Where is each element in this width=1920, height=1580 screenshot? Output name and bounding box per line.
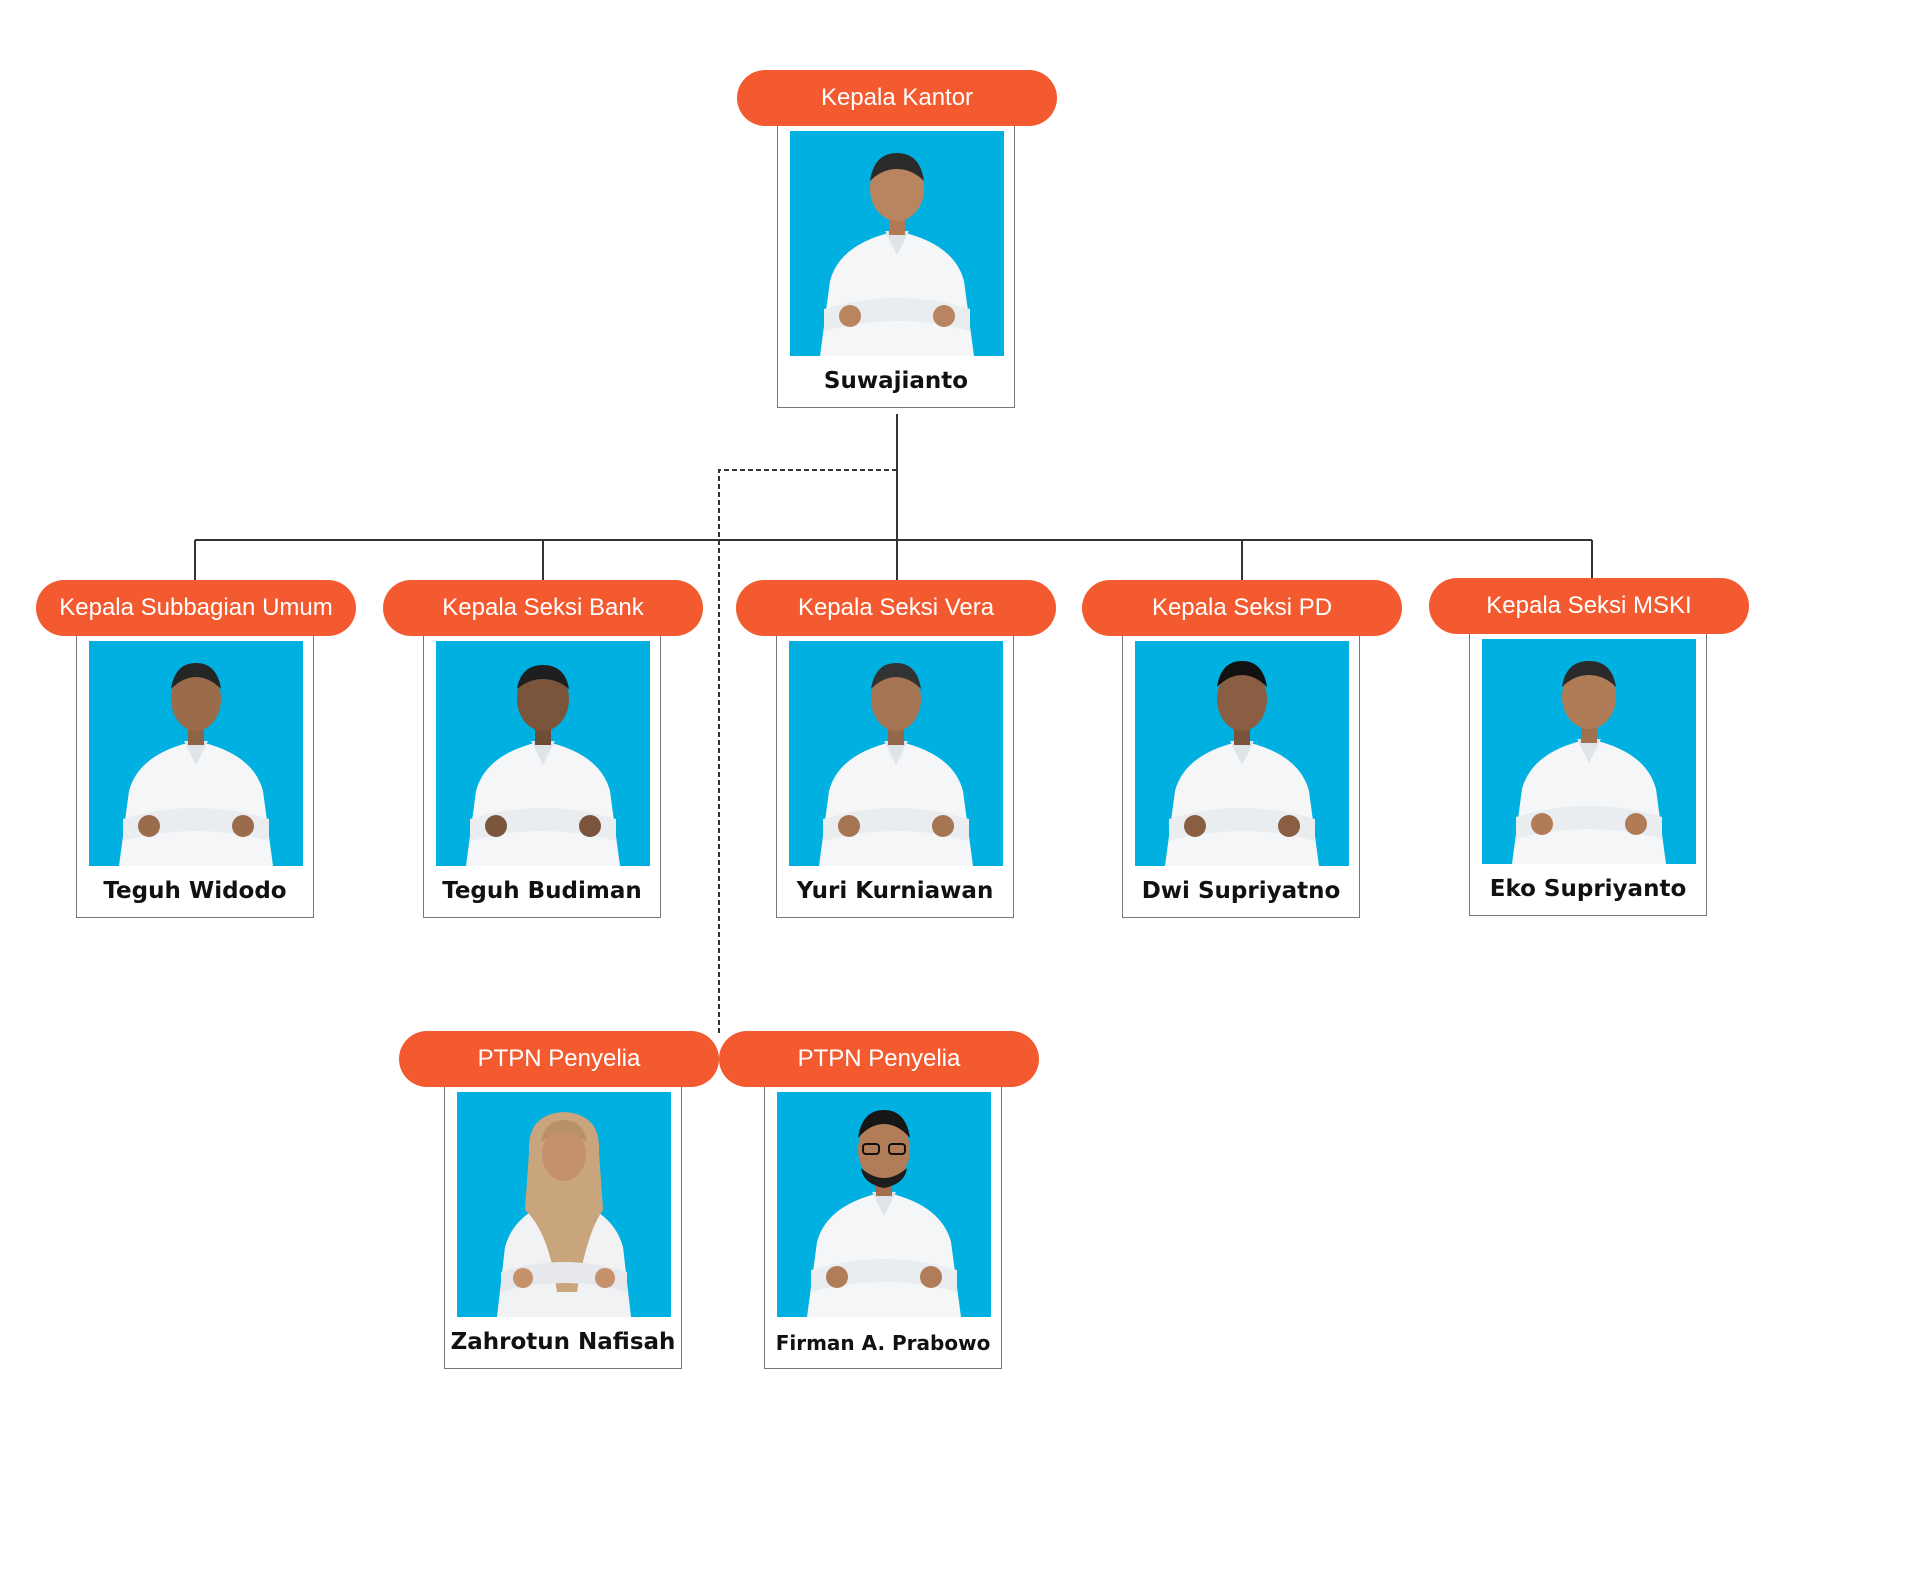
person-name: Teguh Widodo (103, 878, 287, 904)
person-name: Teguh Budiman (442, 878, 642, 904)
person-portrait-icon (807, 1110, 961, 1317)
person-photo (457, 1092, 671, 1317)
person-name: Zahrotun Nafisah (450, 1329, 676, 1355)
node-title: Kepala Seksi Vera (736, 580, 1056, 636)
node-title: Kepala Seksi MSKI (1429, 578, 1749, 634)
person-photo (777, 1092, 991, 1317)
node-section-4: Kepala Seksi PD Dwi Supriyatno (1082, 580, 1402, 938)
person-card: Dwi Supriyatno (1122, 632, 1360, 918)
node-title: Kepala Kantor (737, 70, 1057, 126)
person-card: Zahrotun Nafisah (444, 1083, 682, 1369)
person-photo (1482, 639, 1696, 864)
person-portrait-icon (820, 153, 974, 356)
person-portrait-icon (1165, 661, 1319, 866)
person-card: Yuri Kurniawan (776, 632, 1014, 918)
person-photo (89, 641, 303, 866)
person-card: Firman A. Prabowo (764, 1083, 1002, 1369)
node-supervisor-2: PTPN Penyelia Firman A. Prabowo (719, 1031, 1039, 1389)
node-section-3: Kepala Seksi Vera Yuri Kurniawan (736, 580, 1056, 938)
node-section-5: Kepala Seksi MSKI Eko Supriyanto (1429, 578, 1749, 936)
node-title: PTPN Penyelia (719, 1031, 1039, 1087)
person-name: Dwi Supriyatno (1141, 878, 1341, 904)
person-portrait-icon (119, 663, 273, 866)
person-portrait-icon (1512, 661, 1666, 864)
person-name: Yuri Kurniawan (796, 878, 994, 904)
person-portrait-icon (497, 1112, 631, 1317)
node-head: Kepala Kantor Suwajianto (737, 70, 1057, 428)
node-title: Kepala Seksi PD (1082, 580, 1402, 636)
person-photo (789, 641, 1003, 866)
node-title: Kepala Seksi Bank (383, 580, 703, 636)
node-title: PTPN Penyelia (399, 1031, 719, 1087)
person-photo (436, 641, 650, 866)
person-card: Teguh Widodo (76, 632, 314, 918)
person-photo (1135, 641, 1349, 866)
person-card: Eko Supriyanto (1469, 630, 1707, 916)
node-section-1: Kepala Subbagian Umum Teguh Widodo (36, 580, 356, 938)
person-name: Suwajianto (823, 368, 969, 394)
node-section-2: Kepala Seksi Bank Teguh Budiman (383, 580, 703, 938)
person-photo (790, 131, 1004, 356)
person-portrait-icon (466, 665, 620, 866)
person-name: Firman A. Prabowo (775, 1331, 991, 1355)
person-card: Suwajianto (777, 122, 1015, 408)
person-portrait-icon (819, 663, 973, 866)
person-card: Teguh Budiman (423, 632, 661, 918)
person-name: Eko Supriyanto (1489, 876, 1687, 902)
node-title: Kepala Subbagian Umum (36, 580, 356, 636)
node-supervisor-1: PTPN Penyelia Zahrotun Nafisah (399, 1031, 719, 1389)
